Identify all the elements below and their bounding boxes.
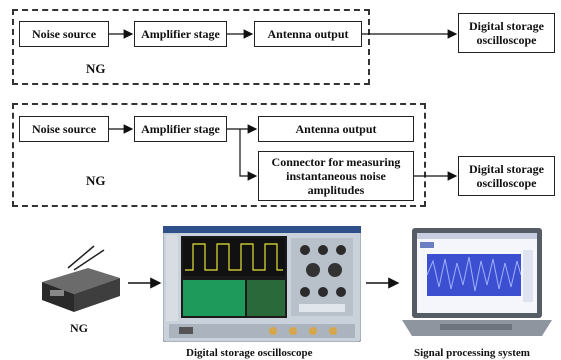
- scope-green-window: [183, 280, 245, 316]
- connector-label: Connector for measuring instantaneous no…: [271, 155, 401, 197]
- noise-source-box-1: Noise source: [19, 21, 109, 47]
- dso-label-2: Digital storage oscilloscope: [469, 162, 544, 190]
- connector-box: Connector for measuring instantaneous no…: [258, 151, 414, 201]
- antenna-output-box-2: Antenna output: [258, 116, 414, 142]
- ng-group-1-boundary: [12, 9, 370, 85]
- scope-usb-port: [179, 327, 193, 334]
- scope-button-row: [299, 304, 345, 312]
- dso-label-1: Digital storage oscilloscope: [469, 19, 544, 47]
- sps-caption: Signal processing system: [414, 347, 530, 359]
- amplifier-stage-box-2: Amplifier stage: [134, 116, 227, 142]
- scope-knob-large-1: [306, 263, 320, 277]
- scope-knob-2: [318, 245, 328, 255]
- laptop-toolbar-block: [420, 242, 434, 248]
- antenna-output-label-2: Antenna output: [295, 122, 377, 136]
- ng-device-front: [42, 282, 74, 312]
- dso-box-2: Digital storage oscilloscope: [458, 156, 555, 196]
- antenna-output-label-1: Antenna output: [267, 27, 349, 41]
- scope-top-strip: [163, 226, 361, 233]
- amplifier-stage-label-1: Amplifier stage: [141, 27, 220, 41]
- antenna-output-box-1: Antenna output: [254, 21, 362, 47]
- scope-knob-large-2: [328, 263, 342, 277]
- dso-caption: Digital storage oscilloscope: [186, 347, 313, 359]
- ng-group-label-1: NG: [86, 61, 106, 76]
- oscilloscope-illustration: [163, 226, 361, 342]
- ng-device-panel: [50, 290, 64, 296]
- laptop-side-panel: [523, 250, 533, 302]
- scope-knob-5: [318, 287, 328, 297]
- scope-bnc-4: [329, 327, 337, 335]
- scope-bnc-1: [269, 327, 277, 335]
- noise-source-label-1: Noise source: [31, 27, 97, 41]
- ng-device-side: [74, 278, 120, 312]
- laptop-window-bar: [417, 233, 537, 239]
- noise-source-box-2: Noise source: [19, 116, 109, 142]
- scope-left-strip: [166, 235, 178, 321]
- ng-group-label-2: NG: [86, 173, 106, 188]
- laptop-illustration: [402, 228, 552, 336]
- ng-device-top: [42, 268, 120, 294]
- amplifier-stage-box-1: Amplifier stage: [134, 21, 227, 47]
- scope-knob-1: [300, 245, 310, 255]
- noise-source-label-2: Noise source: [31, 122, 97, 136]
- scope-bottom-panel: [169, 324, 355, 338]
- ng-device-illustration: [42, 245, 120, 312]
- scope-knob-6: [336, 287, 346, 297]
- scope-bnc-2: [289, 327, 297, 335]
- scope-knob-4: [300, 287, 310, 297]
- antenna-rod-2: [73, 249, 105, 271]
- ng-caption: NG: [70, 321, 88, 335]
- dso-box-1: Digital storage oscilloscope: [458, 13, 555, 53]
- scope-bnc-3: [309, 327, 317, 335]
- arrow-amp-to-connector: [239, 129, 258, 181]
- scope-square-wave: [185, 243, 283, 271]
- antenna-rod-1: [67, 245, 95, 269]
- laptop-signal-band: [427, 254, 521, 296]
- amplifier-stage-label-2: Amplifier stage: [141, 122, 220, 136]
- scope-side-window: [247, 280, 285, 316]
- laptop-signal-trace: [426, 256, 522, 292]
- ng-group-2-boundary: [12, 103, 426, 207]
- scope-knob-3: [336, 245, 346, 255]
- laptop-keyboard: [440, 324, 512, 330]
